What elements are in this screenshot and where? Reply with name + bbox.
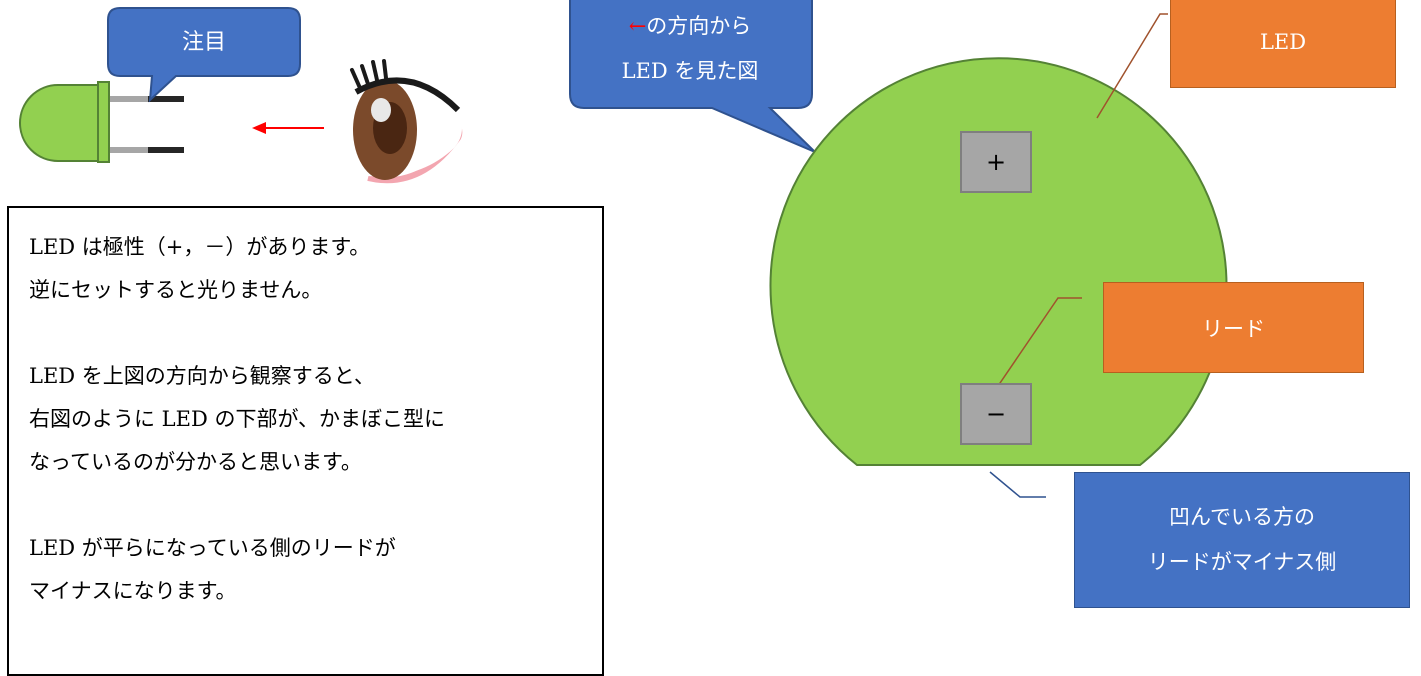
- pin-minus: −: [960, 383, 1032, 445]
- label-flat-side-line2: リードがマイナス側: [1147, 550, 1337, 574]
- leader-lead: [997, 297, 1082, 387]
- led-bulb: [19, 84, 101, 162]
- leader-led: [1096, 13, 1168, 119]
- explanation-note: LED は極性（+，－）があります。 逆にセットすると光りません。 LED を上…: [7, 206, 604, 676]
- eye-icon: [350, 59, 463, 184]
- note-line-4: LED を上図の方向から観察すると、: [29, 364, 375, 388]
- callout-focus-bubble: [107, 7, 301, 103]
- note-line-3: [29, 312, 602, 355]
- led-lead-top-light: [110, 96, 148, 102]
- callout-view-text: ←の方向から LED を見た図: [574, 4, 806, 94]
- note-line-7: [29, 484, 602, 527]
- label-flat-side: 凹んでいる方の リードがマイナス側: [1074, 472, 1410, 608]
- red-arrow-glyph: ←: [628, 14, 647, 38]
- callout-focus-text: 注目: [181, 30, 226, 55]
- view-direction-arrow: [252, 122, 324, 134]
- pin-plus: +: [960, 131, 1032, 193]
- note-line-2: 逆にセットすると光りません。: [29, 278, 323, 302]
- note-line-5: 右図のように LED の下部が、かまぼこ型に: [29, 407, 446, 431]
- leader-flat-side: [989, 471, 1046, 498]
- note-line-1: LED は極性（+，－）があります。: [29, 235, 371, 259]
- label-lead: リード: [1103, 282, 1364, 373]
- note-line-9: マイナスになります。: [29, 579, 237, 603]
- led-lead-bottom-dark: [148, 147, 184, 153]
- note-line-6: なっているのが分かると思います。: [29, 450, 362, 474]
- led-side-view: [19, 81, 184, 163]
- callout-view-line2: LED を見た図: [621, 59, 759, 83]
- label-led: LED: [1170, 0, 1396, 88]
- led-lead-top-dark: [148, 96, 184, 102]
- note-line-8: LED が平らになっている側のリードが: [29, 536, 396, 560]
- label-flat-side-line1: 凹んでいる方の: [1169, 505, 1315, 529]
- callout-view-line1: ←の方向から: [628, 14, 752, 38]
- led-rim: [97, 81, 110, 163]
- led-lead-bottom-light: [110, 147, 148, 153]
